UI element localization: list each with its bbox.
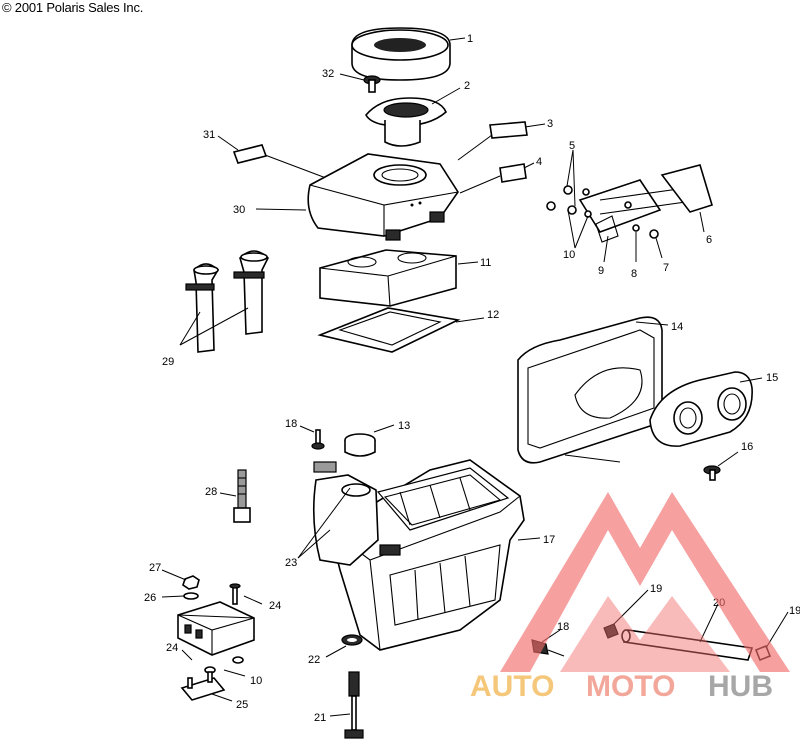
callout-13: 13 [398, 420, 410, 432]
part-29-intake-tubes [185, 250, 269, 353]
callout-28: 28 [205, 486, 217, 498]
callout-22: 22 [308, 654, 320, 666]
part-15-intake-boot [649, 371, 753, 447]
callout-19-right: 19 [789, 605, 800, 617]
part-21-drain [344, 671, 364, 739]
callout-25: 25 [236, 699, 248, 711]
callout-27: 27 [149, 562, 161, 574]
callout-9-bracket: 9 [598, 265, 604, 277]
callout-11: 11 [480, 257, 491, 269]
callout-2: 2 [464, 80, 470, 92]
part-27-nut [182, 575, 200, 590]
part-31-decal [232, 144, 268, 164]
callout-23: 23 [285, 557, 297, 569]
part-20-tube [621, 629, 754, 661]
callout-21: 21 [314, 712, 326, 724]
part-22-grommet [341, 634, 363, 646]
callout-17: 17 [543, 534, 555, 546]
part-11-filter [319, 249, 457, 307]
callout-31: 31 [203, 129, 215, 141]
callout-18-bottom: 18 [557, 621, 569, 633]
watermark-word-auto: AUTO [470, 670, 554, 703]
callout-12: 12 [487, 309, 499, 321]
part-10-nuts [204, 656, 244, 674]
part-14-gasket-frame [517, 316, 663, 464]
part-3-decal [489, 121, 528, 139]
copyright-notice: © 2001 Polaris Sales Inc. [2, 0, 144, 15]
watermark-word-moto: MOTO [586, 670, 675, 703]
callout-10-bracket: 10 [563, 249, 575, 261]
part-23-reservoir [312, 461, 379, 566]
callout-19-left: 19 [650, 583, 662, 595]
part-4-decal [499, 163, 527, 183]
part-16-push-rivet [703, 465, 721, 481]
automotohub-watermark-logo [500, 492, 790, 672]
part-18-fastener-top [311, 429, 325, 450]
part-19-clamp-left [603, 623, 619, 639]
part-30-airbox-cover [307, 153, 459, 241]
part-26-washer [183, 592, 199, 600]
callout-1: 1 [467, 33, 473, 45]
part-13-cap [344, 433, 376, 457]
part-17-airbox-body [329, 459, 525, 651]
callout-5: 5 [569, 140, 575, 152]
callout-15: 15 [766, 372, 778, 384]
callout-4: 4 [536, 156, 542, 168]
callout-10-ecu: 10 [250, 675, 262, 687]
part-28-strap [233, 469, 251, 523]
callout-16: 16 [741, 441, 753, 453]
part-25-bracket [180, 671, 226, 701]
callout-14: 14 [671, 321, 683, 333]
callout-3: 3 [547, 118, 553, 130]
callout-24-left: 24 [166, 642, 178, 654]
callout-6-bracket: 6 [706, 234, 712, 246]
part-32-screw [363, 75, 381, 93]
callout-29: 29 [162, 356, 174, 368]
part-5-10-bracket-assembly [546, 164, 713, 243]
callout-24-right: 24 [269, 600, 281, 612]
callout-18-top: 18 [285, 418, 297, 430]
part-12-gasket [317, 307, 461, 353]
part-1-foam-ring [351, 27, 451, 81]
callout-8: 8 [631, 268, 637, 280]
part-2-adapter [365, 97, 447, 147]
callout-26: 26 [144, 592, 156, 604]
part-24-bolt [229, 583, 241, 605]
callout-32: 32 [322, 68, 334, 80]
callout-30: 30 [233, 204, 245, 216]
callout-7: 7 [663, 262, 669, 274]
part-24-ecu-module [177, 601, 255, 656]
watermark-word-hub: HUB [708, 670, 773, 703]
